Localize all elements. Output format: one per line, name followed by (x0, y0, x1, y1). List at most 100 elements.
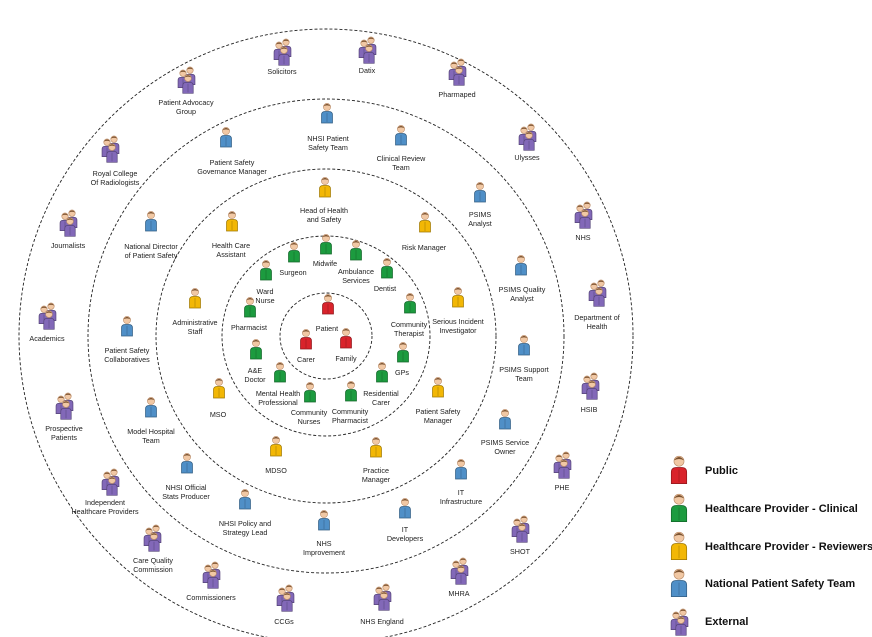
person-icon (220, 127, 232, 148)
person-group-icon (59, 209, 78, 237)
stakeholder-family: Family (335, 328, 357, 363)
person-icon (515, 255, 527, 276)
person-icon (300, 329, 312, 350)
stakeholder-label: Carer (297, 355, 316, 364)
person-icon (370, 437, 382, 458)
person-icon (288, 242, 300, 263)
single-person-icon (670, 568, 688, 597)
legend-item-external: External (670, 608, 748, 636)
legend-label: National Patient Safety Team (705, 578, 855, 590)
stakeholder-label: Pharmacist (231, 323, 267, 332)
person-icon (244, 297, 256, 318)
single-person-icon (670, 455, 688, 484)
person-icon (340, 328, 352, 349)
stakeholder-academics: Academics (29, 302, 65, 343)
ring-public (279, 292, 373, 380)
person-icon (395, 125, 407, 146)
person-group-icon (511, 515, 530, 543)
person-group-icon (276, 584, 295, 612)
person-icon (145, 397, 157, 418)
stakeholder-risk-manager: Risk Manager (402, 212, 447, 252)
person-group-icon (101, 468, 120, 496)
person-group-icon (553, 451, 572, 479)
person-icon (181, 453, 193, 474)
stakeholder-label: Midwife (313, 259, 337, 268)
stakeholder-mso: MSO (210, 378, 227, 419)
stakeholder-label: Pharmaped (438, 90, 475, 99)
person-icon (145, 211, 157, 232)
stakeholder-label: GPs (395, 368, 409, 377)
stakeholder-label: NHS (575, 233, 590, 242)
person-icon (322, 294, 334, 315)
person-group-icon (588, 279, 607, 307)
person-icon (260, 260, 272, 281)
person-icon (399, 498, 411, 519)
person-group-icon (450, 557, 469, 585)
legend-label: External (705, 616, 748, 628)
legend-label: Public (705, 465, 738, 477)
stakeholder-patient: Patient (316, 294, 338, 333)
stakeholder-phe: PHE (553, 451, 572, 492)
single-person-icon (670, 531, 688, 560)
stakeholder-label: PHE (555, 483, 570, 492)
person-icon (452, 287, 464, 308)
person-icon (270, 436, 282, 457)
person-group-icon (574, 201, 593, 229)
stakeholder-datix: Datix (358, 36, 377, 75)
person-group-icon (177, 66, 196, 94)
person-icon (321, 103, 333, 124)
person-group-icon (448, 58, 467, 86)
stakeholder-label: Academics (29, 334, 65, 343)
person-group-icon (143, 524, 162, 552)
stakeholder-label: MSO (210, 410, 227, 419)
legend-item-national: National Patient Safety Team (670, 568, 855, 597)
stakeholder-pharmacist: Pharmacist (231, 297, 267, 332)
legend-label: Healthcare Provider - Clinical (705, 503, 858, 515)
stakeholder-ccgs: CCGs (274, 584, 295, 626)
ring-external (18, 28, 634, 637)
person-icon (381, 258, 393, 279)
person-icon (250, 339, 262, 360)
legend-item-clinical: Healthcare Provider - Clinical (670, 493, 858, 522)
person-icon (320, 234, 332, 255)
stakeholder-label: CCGs (274, 617, 294, 626)
stakeholder-label: Risk Manager (402, 243, 447, 252)
person-icon (239, 489, 251, 510)
stakeholder-journalists: Journalists (51, 209, 86, 250)
